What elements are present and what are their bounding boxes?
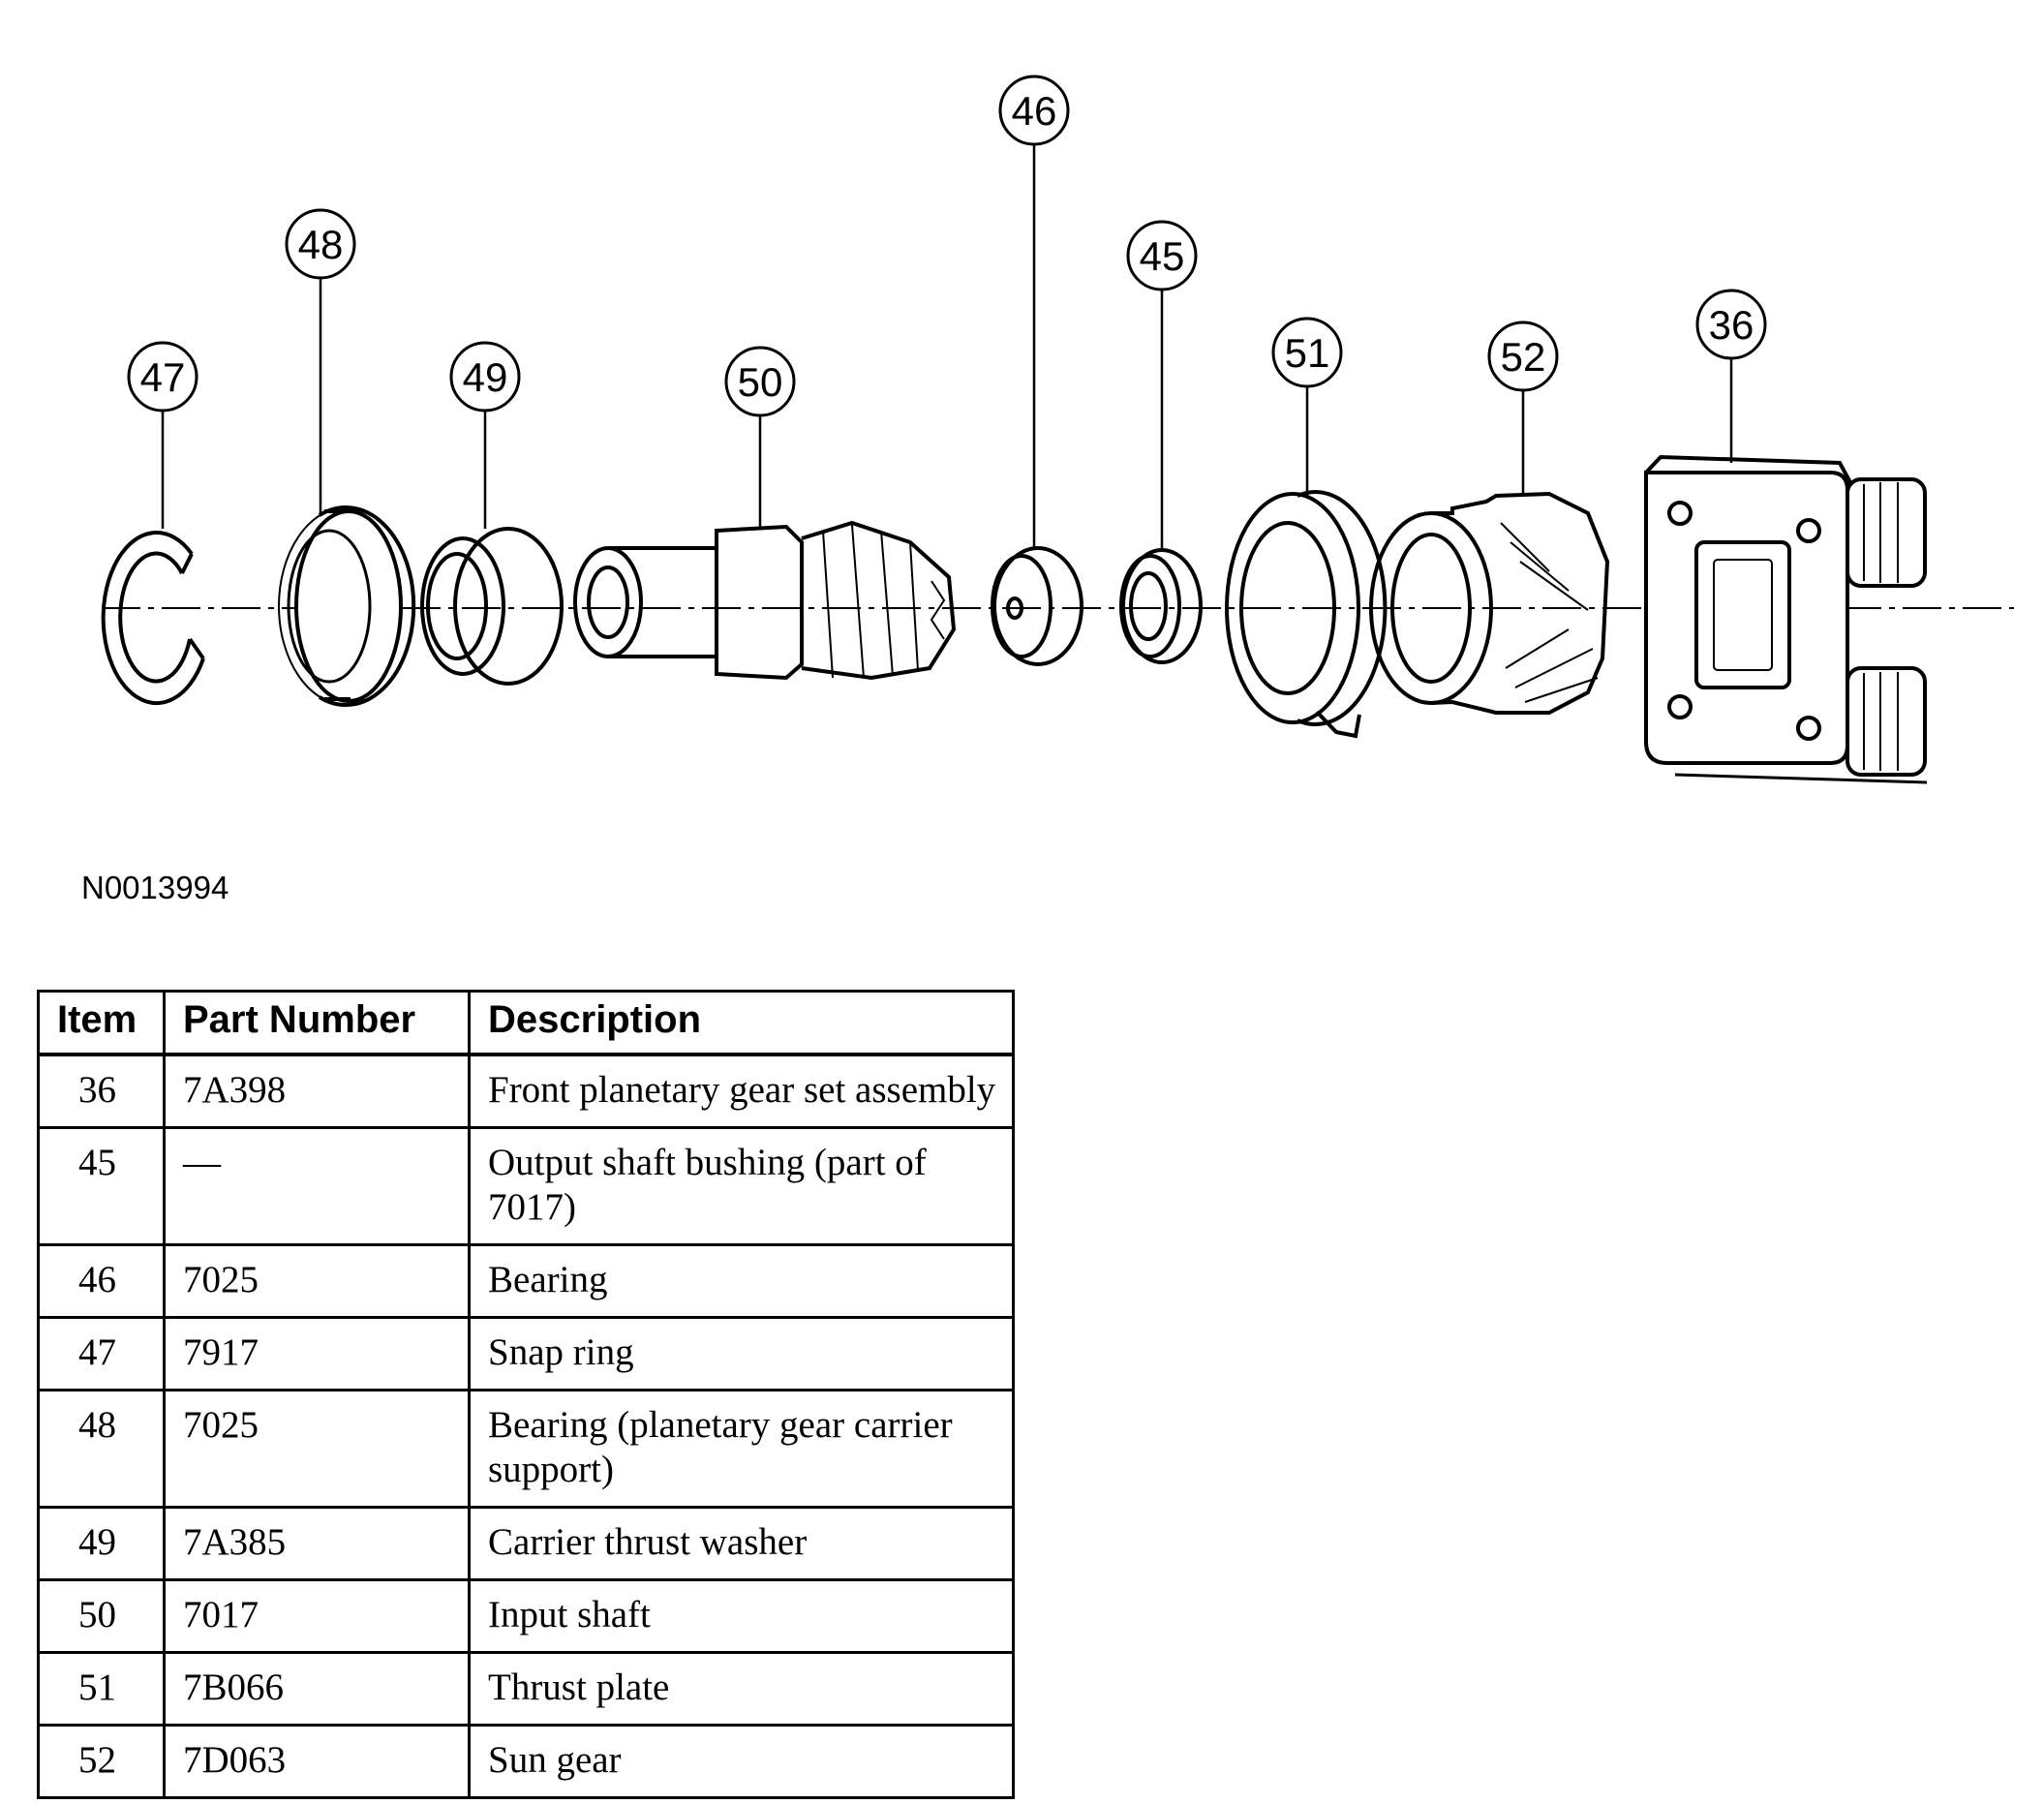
callout-47: 47 bbox=[127, 341, 198, 413]
cell-part-number: 7025 bbox=[163, 1243, 471, 1319]
cell-part-number: — bbox=[163, 1126, 471, 1246]
cell-description: Input shaft bbox=[468, 1578, 1015, 1654]
table-row: 51 7B066 Thrust plate bbox=[37, 1651, 1015, 1727]
part-45-output-shaft-bushing bbox=[1119, 548, 1203, 664]
header-part-number: Part Number bbox=[163, 990, 471, 1056]
callout-48: 48 bbox=[285, 208, 356, 280]
svg-text:36: 36 bbox=[1709, 302, 1754, 348]
cell-item: 36 bbox=[37, 1053, 166, 1129]
part-48-bearing bbox=[278, 505, 416, 707]
part-36-front-planetary-gear-set bbox=[1644, 454, 1928, 784]
cell-description: Sun gear bbox=[468, 1724, 1015, 1799]
exploded-parts-diagram: 47 48 49 50 46 45 51 52 36 bbox=[101, 75, 2014, 784]
cell-part-number: 7D063 bbox=[163, 1724, 471, 1799]
header-item: Item bbox=[37, 990, 166, 1056]
cell-item: 46 bbox=[37, 1243, 166, 1319]
cell-part-number: 7017 bbox=[163, 1578, 471, 1654]
cell-part-number: 7A385 bbox=[163, 1506, 471, 1581]
svg-text:45: 45 bbox=[1140, 233, 1185, 279]
table-row: 46 7025 Bearing bbox=[37, 1243, 1015, 1319]
svg-text:46: 46 bbox=[1012, 88, 1057, 134]
cell-description: Front planetary gear set assembly bbox=[468, 1053, 1015, 1129]
callout-45: 45 bbox=[1126, 220, 1198, 291]
cell-item: 48 bbox=[37, 1389, 166, 1509]
callout-49: 49 bbox=[449, 341, 521, 413]
table-row: 45 — Output shaft bushing (part of 7017) bbox=[37, 1126, 1015, 1246]
table-row: 49 7A385 Carrier thrust washer bbox=[37, 1506, 1015, 1581]
svg-text:50: 50 bbox=[738, 359, 783, 405]
cell-item: 45 bbox=[37, 1126, 166, 1246]
header-description: Description bbox=[468, 990, 1015, 1056]
part-49-carrier-thrust-washer bbox=[420, 527, 564, 686]
svg-text:47: 47 bbox=[140, 354, 186, 400]
table-row: 47 7917 Snap ring bbox=[37, 1316, 1015, 1391]
leader-lines bbox=[161, 145, 1733, 550]
cell-part-number: 7025 bbox=[163, 1389, 471, 1509]
part-52-sun-gear bbox=[1369, 491, 1610, 715]
callout-36: 36 bbox=[1695, 289, 1767, 360]
svg-text:48: 48 bbox=[298, 222, 344, 267]
cell-description: Bearing (planetary gear carrier support) bbox=[468, 1389, 1015, 1509]
cell-part-number: 7B066 bbox=[163, 1651, 471, 1727]
cell-item: 49 bbox=[37, 1506, 166, 1581]
cell-item: 52 bbox=[37, 1724, 166, 1799]
svg-text:49: 49 bbox=[463, 354, 508, 400]
callout-46: 46 bbox=[998, 75, 1070, 146]
part-47-snap-ring bbox=[101, 531, 205, 706]
cell-item: 50 bbox=[37, 1578, 166, 1654]
cell-description: Output shaft bushing (part of 7017) bbox=[468, 1126, 1015, 1246]
cell-description: Bearing bbox=[468, 1243, 1015, 1319]
callout-51: 51 bbox=[1271, 317, 1343, 388]
cell-part-number: 7A398 bbox=[163, 1053, 471, 1129]
callout-50: 50 bbox=[724, 346, 796, 417]
table-row: 36 7A398 Front planetary gear set assemb… bbox=[37, 1053, 1015, 1129]
cell-description: Snap ring bbox=[468, 1316, 1015, 1391]
cell-description: Thrust plate bbox=[468, 1651, 1015, 1727]
part-50-input-shaft bbox=[573, 520, 957, 681]
table-row: 48 7025 Bearing (planetary gear carrier … bbox=[37, 1389, 1015, 1509]
table-row: 50 7017 Input shaft bbox=[37, 1578, 1015, 1654]
cell-part-number: 7917 bbox=[163, 1316, 471, 1391]
table-header-row: Item Part Number Description bbox=[37, 990, 1015, 1056]
parts-table: Item Part Number Description 36 7A398 Fr… bbox=[37, 990, 1015, 1799]
svg-text:51: 51 bbox=[1285, 330, 1330, 376]
cell-item: 47 bbox=[37, 1316, 166, 1391]
figure-id: N0013994 bbox=[81, 870, 229, 905]
svg-text:52: 52 bbox=[1501, 334, 1546, 380]
part-51-thrust-plate bbox=[1225, 490, 1388, 739]
table-row: 52 7D063 Sun gear bbox=[37, 1724, 1015, 1799]
part-46-bearing bbox=[991, 546, 1083, 666]
cell-description: Carrier thrust washer bbox=[468, 1506, 1015, 1581]
callout-52: 52 bbox=[1487, 321, 1559, 392]
cell-item: 51 bbox=[37, 1651, 166, 1727]
